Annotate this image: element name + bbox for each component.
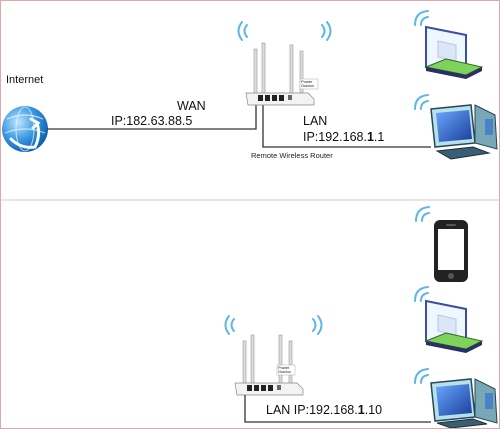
lan-ip-suffix: .1 — [373, 130, 385, 144]
lan-wire — [262, 103, 431, 148]
router-icon — [245, 42, 319, 106]
lan-ip-label: IP:192.168.1.1 — [303, 130, 384, 144]
internet-label: Internet — [6, 74, 44, 86]
wan-label: WAN — [177, 99, 206, 113]
router-icon — [234, 334, 304, 396]
wifi-icon — [414, 286, 429, 302]
lan-wire-lower — [244, 395, 431, 423]
wan-wire — [47, 103, 257, 130]
laptop-icon — [424, 299, 484, 353]
laptop-icon — [424, 25, 484, 79]
lan-ip-bold: 1 — [366, 130, 374, 144]
lan-label: LAN — [303, 114, 328, 128]
desktop-icon — [430, 378, 498, 428]
wifi-icon — [414, 368, 429, 384]
wan-ip-label: IP:182.63.88.5 — [111, 114, 193, 128]
wifi-icon — [414, 94, 429, 110]
lower-lan-ip-label: LAN IP:192.168.1.10 — [266, 403, 382, 417]
wifi-icon — [237, 21, 332, 41]
router-caption: Remote Wireless Router — [251, 151, 333, 160]
lan-ip-prefix: IP:192.168. — [303, 130, 367, 144]
lower-lan-ip-suffix: .10 — [364, 403, 383, 417]
lower-lan-ip-bold: 1 — [357, 403, 365, 417]
wifi-icon — [414, 10, 429, 26]
globe-icon — [2, 106, 48, 152]
desktop-icon — [430, 104, 498, 160]
lower-router-tag: Power Guidoo — [278, 365, 291, 374]
wifi-icon — [224, 315, 323, 335]
phone-icon — [434, 220, 468, 282]
wifi-icon — [415, 206, 430, 222]
lower-lan-ip-prefix: LAN IP:192.168. — [266, 403, 358, 417]
router-tag: Power Guidoo — [301, 79, 314, 88]
